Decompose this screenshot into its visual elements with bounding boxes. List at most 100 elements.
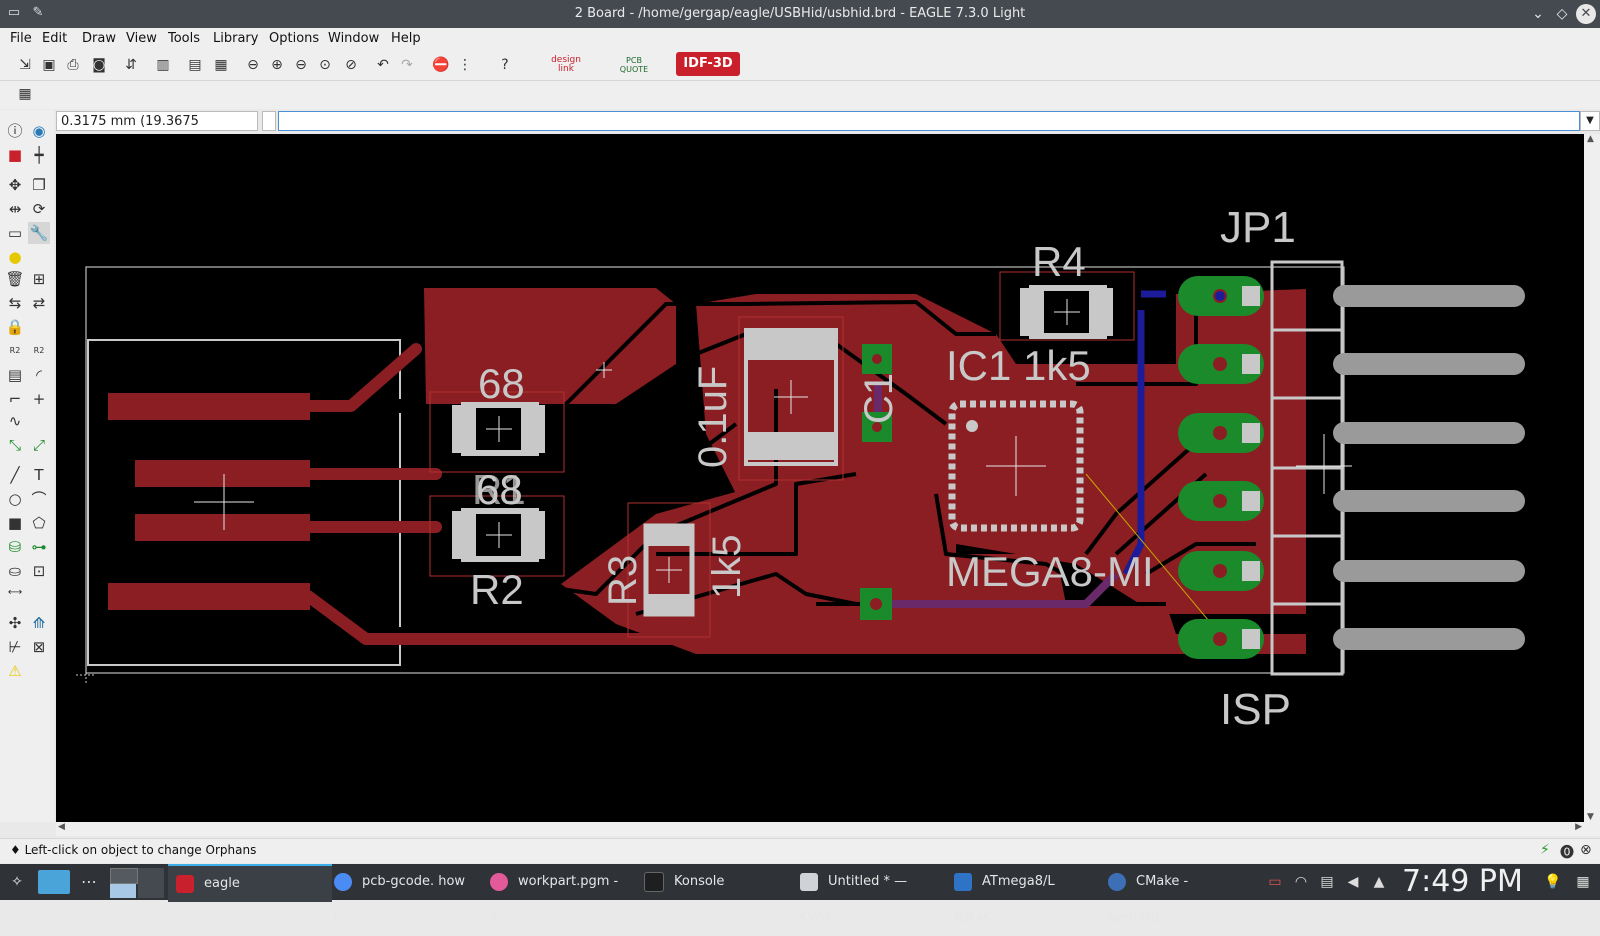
r3-package[interactable] [627, 502, 711, 638]
vertical-scrollbar[interactable]: ▲ ▼ [1584, 134, 1600, 822]
zoom-redraw-icon[interactable]: ⊙ [319, 57, 331, 73]
designlink-icon[interactable]: design link [551, 55, 581, 74]
cam-icon[interactable]: ◙ [92, 57, 106, 73]
redo-icon[interactable]: ↷ [401, 57, 413, 73]
pager-desktop-1[interactable] [110, 868, 138, 884]
menu-draw[interactable]: Draw [82, 31, 116, 46]
horizontal-scrollbar[interactable]: ◀ ▶ [56, 822, 1600, 836]
r2-package[interactable] [429, 495, 565, 577]
delete-icon[interactable]: 🗑 [5, 270, 25, 288]
menu-library[interactable]: Library [213, 31, 259, 46]
paste-icon[interactable]: ● [8, 248, 22, 266]
text-icon[interactable]: T [34, 466, 44, 484]
ulp-icon[interactable]: ▥ [156, 57, 170, 73]
polygon-icon[interactable]: ⬠ [32, 514, 46, 532]
clipboard-icon[interactable]: ▤ [1320, 874, 1334, 890]
grid-icon[interactable]: ▦ [18, 86, 32, 102]
meander-icon[interactable]: ∿ [8, 412, 22, 430]
app-launcher-icon[interactable]: ✧ [11, 874, 23, 890]
menu-window[interactable]: Window [328, 31, 380, 46]
r4-package[interactable] [999, 271, 1135, 341]
command-history-dropdown[interactable]: ▼ [1580, 111, 1600, 131]
command-toggle[interactable] [262, 111, 276, 131]
lock-icon[interactable]: 🔒 [5, 318, 25, 336]
idf-3d-button[interactable]: IDF-3D [676, 52, 740, 76]
attribute-icon[interactable]: ⊡ [32, 562, 46, 580]
app-menu-icon[interactable]: ▭ [7, 5, 21, 20]
name-icon[interactable]: R2 [9, 346, 21, 355]
menu-options[interactable]: Options [269, 31, 320, 46]
route-icon[interactable]: ⤡ [8, 436, 21, 454]
task-kwrite[interactable]: Untitled * — KWri... [800, 872, 908, 925]
layer-icon[interactable]: ▦ [214, 57, 228, 73]
stop-icon[interactable]: ⛔ [432, 57, 450, 73]
open-icon[interactable]: ⇲ [19, 57, 31, 73]
copy-icon[interactable]: ❐ [32, 176, 46, 194]
zoom-out-icon[interactable]: ⊖ [295, 57, 307, 73]
desktop-icon[interactable] [38, 870, 70, 894]
task-atmega-datasheet[interactable]: ATmega8/L datas... [954, 872, 1055, 925]
ripup-icon[interactable]: ⤢ [32, 436, 45, 454]
display-icon[interactable]: ■ [7, 146, 23, 164]
maximize-button[interactable]: ◇ [1556, 6, 1568, 22]
task-workpart[interactable]: workpart.pgm - 1... [490, 872, 619, 925]
task-eagle[interactable]: eagle [168, 864, 332, 902]
menu-tools[interactable]: Tools [168, 31, 201, 46]
errors-icon[interactable]: ⚠ [8, 662, 22, 680]
add-icon[interactable]: ⊞ [32, 270, 46, 288]
arc-icon[interactable]: ⌒ [31, 490, 47, 508]
pager-desktop-2[interactable] [110, 884, 136, 898]
task-chrome[interactable]: pcb-gcode. how t... [334, 872, 466, 925]
r1-package[interactable] [429, 391, 565, 473]
show-icon[interactable]: ◉ [32, 122, 46, 140]
menu-file[interactable]: File [10, 31, 32, 46]
scr-icon[interactable]: ▤ [188, 57, 202, 73]
move-icon[interactable]: ✥ [8, 176, 22, 194]
zoom-area-icon[interactable]: ⊘ [345, 57, 357, 73]
signal-icon[interactable]: ⊶ [31, 538, 47, 556]
erc-icon[interactable]: ⊠ [32, 638, 46, 656]
dimension-icon[interactable]: ⟷ [7, 587, 23, 598]
command-input[interactable] [278, 111, 1580, 131]
task-cmake[interactable]: CMake - gerhard.... [1108, 872, 1189, 925]
replace-icon[interactable]: ⇄ [32, 294, 46, 312]
jp1-header[interactable] [1178, 260, 1525, 676]
via-icon[interactable]: ⛁ [8, 538, 22, 556]
menu-edit[interactable]: Edit [42, 31, 68, 46]
volume-icon[interactable]: ◀ [1347, 874, 1359, 890]
undo-icon[interactable]: ↶ [377, 57, 389, 73]
value-icon[interactable]: R2 [33, 346, 45, 355]
change-icon[interactable]: 🔧 [28, 222, 50, 244]
smash-icon[interactable]: ▤ [7, 366, 23, 384]
menu-help[interactable]: Help [391, 31, 421, 46]
script-icon[interactable]: ⇵ [125, 57, 137, 73]
minimize-button[interactable]: ⌄ [1532, 6, 1544, 22]
zoom-in-icon[interactable]: ⊕ [271, 57, 283, 73]
wire-icon[interactable]: ╱ [10, 466, 20, 484]
rotate-icon[interactable]: ⟳ [32, 200, 46, 218]
rect-icon[interactable]: ■ [7, 514, 23, 532]
overflow-icon[interactable]: ⋯ [81, 872, 97, 891]
mark-icon[interactable]: ┿ [34, 146, 44, 164]
info-icon[interactable]: ⓘ [7, 122, 23, 140]
notification-icon[interactable]: 💡 [1544, 874, 1562, 890]
help-icon[interactable]: ? [501, 57, 509, 73]
go-icon[interactable]: ⋮ [458, 57, 472, 73]
lightning-icon[interactable]: ⚡ [1540, 842, 1550, 858]
optimize-icon[interactable]: + [32, 390, 46, 408]
cap-package[interactable] [738, 316, 844, 481]
circle-icon[interactable]: ○ [8, 490, 22, 508]
wifi-icon[interactable]: ◠ [1294, 874, 1308, 890]
show-desktop-icon[interactable]: ▦ [1576, 874, 1590, 890]
tray-expand-icon[interactable]: ▲ [1373, 874, 1385, 890]
board-canvas[interactable]: JP1 R4 IC1 1k5 68 68 R1 R2 0.1uF C1 R3 1… [56, 134, 1584, 822]
cancel-status-icon[interactable]: ⊗ [1580, 842, 1592, 858]
battery-icon[interactable]: ▭ [1268, 874, 1282, 890]
mirror-icon[interactable]: ⇹ [8, 200, 22, 218]
pin-icon[interactable]: ✎ [32, 5, 44, 20]
clock[interactable]: 7:49 PM [1402, 864, 1523, 899]
save-icon[interactable]: ▣ [42, 57, 56, 73]
menu-view[interactable]: View [126, 31, 157, 46]
hole-icon[interactable]: ⛀ [8, 562, 22, 580]
stop-status-icon[interactable]: ⓿ [1560, 845, 1574, 861]
